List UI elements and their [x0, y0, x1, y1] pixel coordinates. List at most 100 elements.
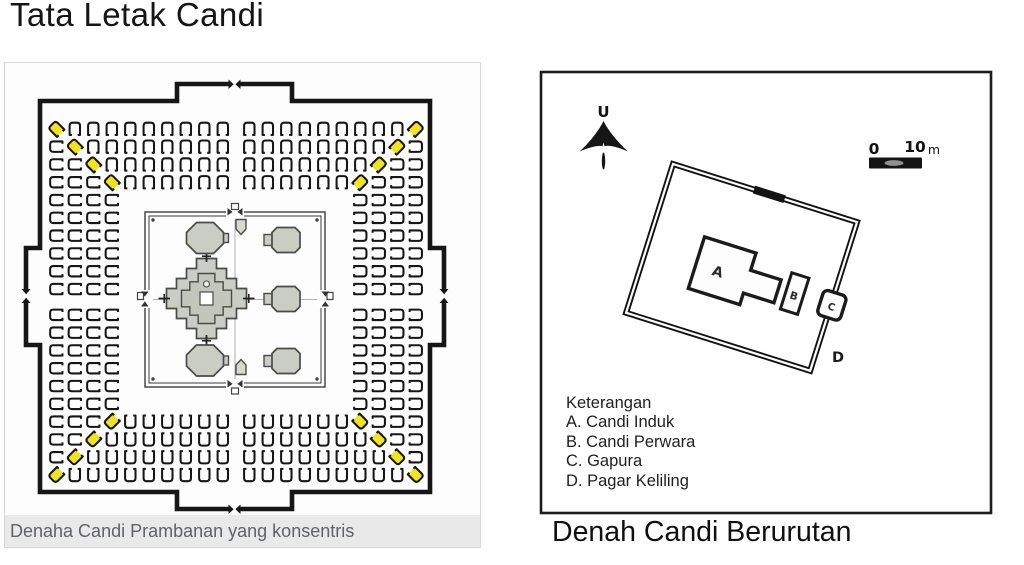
perwara-temple [243, 450, 256, 465]
court-gate-mark [237, 380, 243, 388]
perwara-temple [353, 229, 368, 242]
perwara-temple [390, 308, 405, 322]
perwara-temple [161, 467, 174, 483]
perwara-temple-highlighted [85, 156, 103, 174]
perwara-temple [124, 157, 137, 172]
perwara-temple [353, 265, 368, 278]
perwara-temple [371, 265, 386, 278]
perwara-temple [353, 193, 368, 207]
perwara-temple [408, 140, 423, 153]
perwara-temple [280, 467, 293, 483]
perwara-temple [105, 467, 119, 483]
perwara-temple [317, 175, 330, 190]
perwara-temple-highlighted [48, 120, 66, 138]
perwara-temple [216, 121, 230, 137]
perwara-temple [243, 414, 256, 429]
perwara-temple [390, 326, 405, 339]
corner-dot [315, 377, 319, 381]
perwara-temple-highlighted [48, 465, 66, 483]
perwara-temple [390, 379, 405, 393]
perwara-temple [198, 414, 211, 429]
perwara-temple [298, 157, 312, 172]
perwara-temple [105, 450, 119, 465]
perwara-temple [408, 158, 423, 171]
perwara-temple [49, 247, 64, 260]
perwara-temple [390, 247, 405, 260]
perwara-temple [49, 326, 64, 339]
perwara-temple [371, 415, 386, 428]
perwara-temple [371, 282, 386, 296]
perwara-temple [335, 432, 349, 447]
court-gate-mark [141, 301, 149, 307]
court-gate-mark [227, 380, 233, 388]
perwara-temple [261, 175, 275, 190]
perwara-temple [142, 139, 156, 154]
perwara-temple [124, 139, 137, 154]
perwara-temple [243, 432, 256, 447]
perwara-temple [161, 157, 174, 172]
perwara-temple [371, 362, 386, 375]
perwara-temple [179, 157, 193, 172]
perwara-temple [243, 157, 256, 172]
perwara-temple [104, 344, 119, 357]
perwara-temple [354, 157, 367, 172]
perwara-temple [105, 121, 119, 137]
perwara-temple [67, 379, 82, 393]
court-gate-mark [321, 301, 329, 307]
perwara-temple-highlighted [351, 412, 369, 430]
perwara-temple [317, 467, 330, 483]
perwara-temple [104, 362, 119, 375]
court-gate-gap [226, 207, 244, 220]
perwara-temple [124, 467, 137, 483]
perwara-temple [179, 139, 193, 154]
candi-perwara-shape [778, 270, 811, 317]
perwara-temple [67, 326, 82, 339]
perwara-temple [298, 175, 312, 190]
perwara-temple [161, 450, 174, 465]
perwara-temple [179, 121, 193, 137]
perwara-temple [353, 397, 368, 411]
perwara-temple [67, 433, 82, 446]
perwara-temple [67, 211, 82, 225]
perwara-temple [390, 193, 405, 207]
corner-dot [151, 218, 155, 222]
perwara-temple-highlighted [66, 448, 84, 466]
perwara-temple [408, 433, 423, 446]
perwara-temple [198, 450, 211, 465]
perwara-temple [335, 175, 349, 190]
perwara-temple [104, 397, 119, 411]
perwara-temple [371, 344, 386, 357]
perwara-temple [198, 121, 211, 137]
perwara-temple [371, 379, 386, 393]
perwara-temple [390, 344, 405, 357]
enclosure: ABC [622, 160, 861, 375]
perwara-temple [142, 157, 156, 172]
apit-shrine [235, 358, 247, 376]
perwara-temple-highlighted [85, 430, 103, 448]
perwara-temple [391, 121, 404, 137]
perwara-temple-highlighted [388, 448, 406, 466]
perwara-temple [68, 121, 82, 137]
perwara-temple [298, 432, 312, 447]
perwara-temple [353, 362, 368, 375]
perwara-temple [353, 326, 368, 339]
perwara-temple [161, 121, 174, 137]
scale-ten: 10 [904, 138, 926, 156]
perwara-temple [261, 467, 275, 483]
perwara-temple [49, 176, 64, 189]
perwara-temple [353, 308, 368, 322]
perwara-temple [353, 211, 368, 225]
perwara-temple [372, 467, 386, 483]
perwara-temple [390, 211, 405, 225]
perwara-temple-highlighted [369, 156, 387, 174]
perwara-temple [317, 157, 330, 172]
perwara-temple [124, 175, 137, 190]
perwara-temple [335, 157, 349, 172]
perwara-temple [408, 265, 423, 278]
perwara-temple [179, 467, 193, 483]
perwara-temple [49, 193, 64, 207]
perwara-temple [335, 414, 349, 429]
court-gate-gap [226, 379, 244, 392]
perwara-temple [179, 175, 193, 190]
